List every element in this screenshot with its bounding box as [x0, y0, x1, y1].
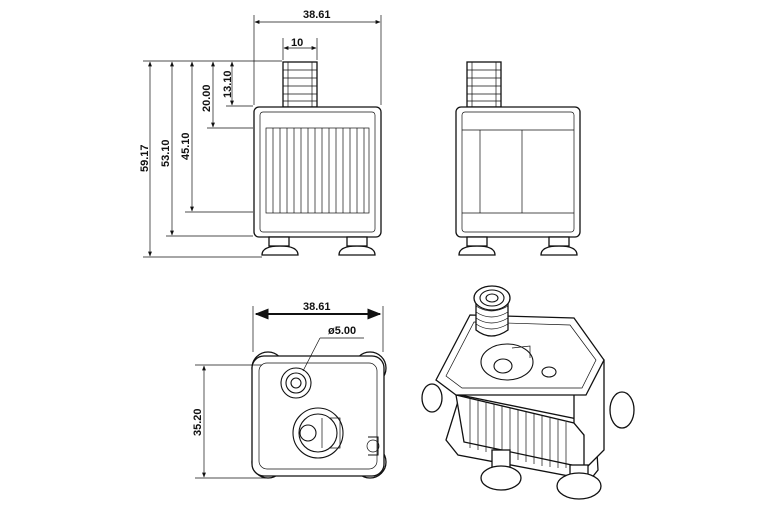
dim-45: 45.10	[180, 132, 192, 160]
side-nozzle	[466, 61, 502, 108]
top-clip	[368, 436, 379, 456]
iso-top	[435, 314, 605, 396]
front-housing	[253, 106, 382, 238]
dim-nozzle-width: 10	[291, 37, 303, 49]
front-dimensions: 38.61 10 13.10 20.00 45.10 53.10 59.17	[139, 9, 382, 258]
dim-front-width: 38.61	[303, 9, 331, 21]
dim-outlet-diameter: ø5.00	[328, 325, 356, 337]
side-housing	[455, 106, 581, 238]
front-feet	[261, 236, 376, 256]
dim-top-width: 38.61	[303, 301, 331, 313]
front-nozzle	[282, 61, 318, 108]
top-inlet	[292, 407, 344, 459]
top-housing	[251, 355, 385, 477]
dim-20: 20.00	[201, 84, 213, 112]
isometric-view	[421, 285, 635, 500]
dim-top-depth: 35.20	[192, 408, 204, 436]
iso-feet	[480, 449, 602, 500]
top-dimensions: 38.61 ø5.00 35.20	[192, 301, 384, 479]
dim-nozzle-height: 13.10	[222, 70, 234, 98]
side-feet	[458, 236, 578, 256]
side-view	[455, 61, 581, 256]
front-view	[253, 61, 382, 256]
top-outlet	[280, 367, 312, 399]
dim-53: 53.10	[160, 139, 172, 167]
top-view	[251, 351, 387, 479]
iso-nozzle	[473, 285, 511, 337]
dim-59: 59.17	[139, 144, 151, 172]
